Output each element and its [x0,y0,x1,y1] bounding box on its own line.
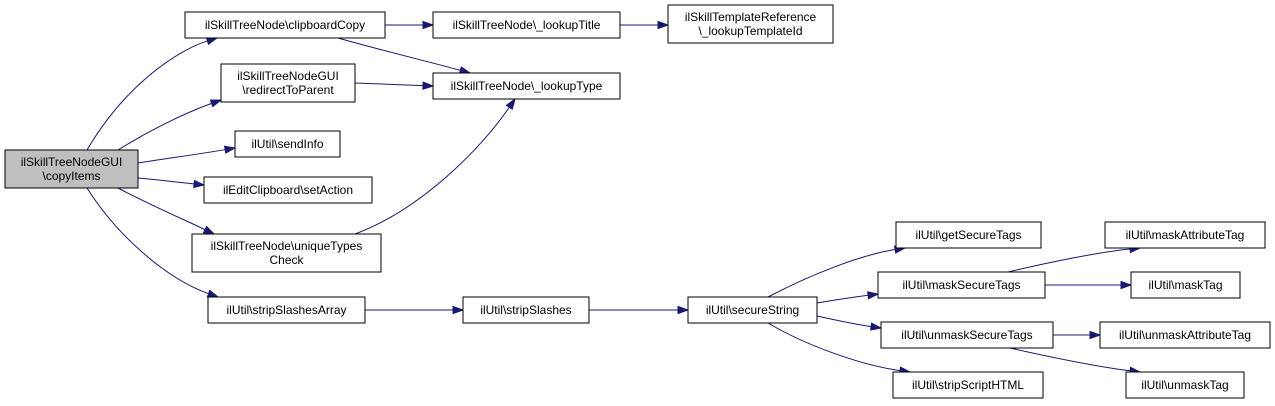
node-label: ilSkillTreeNode\uniqueTypes [211,239,363,253]
edge-secureString-to-maskSecureTags [816,294,869,304]
edge-arrowhead [870,322,883,331]
node-stripScriptHTML[interactable]: ilUtil\stripScriptHTML [892,371,1044,399]
node-redirectToParent[interactable]: ilSkillTreeNodeGUI\redirectToParent [220,63,356,103]
edge-secureString-to-unmaskSecureTags [816,315,872,328]
node-label: ilEditClipboard\setAction [223,183,353,197]
edge-arrowhead [223,145,237,154]
node-box [462,296,590,324]
edge-copyItems-to-uniqueTypesCheck [117,187,206,231]
node-box [1104,221,1266,249]
node-box [895,221,1042,249]
node-label: ilUtil\unmaskTag [1141,378,1228,392]
node-unmaskAttributeTag[interactable]: ilUtil\unmaskAttributeTag [1099,321,1271,349]
edge-arrowhead [867,291,880,300]
node-maskSecureTags[interactable]: ilUtil\maskSecureTags [877,271,1046,299]
node-lookupType[interactable]: ilSkillTreeNode\_lookupType [432,72,621,100]
node-label: ilUtil\stripScriptHTML [912,378,1024,392]
node-label: ilUtil\unmaskAttributeTag [1119,328,1251,342]
node-maskAttributeTag[interactable]: ilUtil\maskAttributeTag [1104,221,1266,249]
node-label: ilSkillTreeNode\clipboardCopy [205,18,365,32]
node-copyItems[interactable]: ilSkillTreeNodeGUI\copyItems [4,149,139,189]
node-label: ilUtil\maskAttributeTag [1126,228,1245,242]
node-box [191,233,382,273]
edge-unmaskSecureTags-to-unmaskTag [1009,347,1131,372]
node-label: ilSkillTreeNode\_lookupTitle [453,18,601,32]
edge-copyItems-to-clipboardCopy [86,40,208,151]
node-box [203,176,373,204]
edge-arrowhead [193,179,206,189]
node-sendInfo[interactable]: ilUtil\sendInfo [234,130,341,158]
node-label: ilSkillTreeNodeGUI [21,155,123,169]
node-lookupTitle[interactable]: ilSkillTreeNode\_lookupTitle [432,11,621,39]
node-maskTag[interactable]: ilUtil\maskTag [1130,271,1241,299]
node-label: ilUtil\maskTag [1148,278,1222,292]
node-box [432,11,621,39]
node-box [1130,271,1241,299]
node-box [892,371,1044,399]
node-label: ilUtil\unmaskSecureTags [901,328,1032,342]
edge-arrowhead [1120,280,1133,290]
node-setAction[interactable]: ilEditClipboard\setAction [203,176,373,204]
node-box [1099,321,1271,349]
node-label: ilSkillTreeNode\_lookupType [451,79,603,93]
edge-uniqueTypesCheck-to-lookupType [354,106,510,235]
nodes-layer: ilSkillTreeNodeGUI\copyItemsilSkillTreeN… [4,4,1271,399]
edge-copyItems-to-redirectToParent [117,102,212,151]
edge-copyItems-to-sendInfo [137,149,226,164]
node-label: ilSkillTreeNodeGUI [237,69,339,83]
node-unmaskTag[interactable]: ilUtil\unmaskTag [1125,371,1245,399]
node-label: Check [269,253,304,267]
edge-redirectToParent-to-lookupType [354,82,424,87]
edge-arrowhead [677,305,690,315]
node-box [432,72,621,100]
node-box [4,149,139,189]
node-box [687,296,818,324]
node-box [880,321,1054,349]
edge-arrowhead [1089,330,1102,340]
node-secureString[interactable]: ilUtil\secureString [687,296,818,324]
node-label: ilUtil\getSecureTags [915,228,1021,242]
node-stripSlashes[interactable]: ilUtil\stripSlashes [462,296,590,324]
node-box [234,130,341,158]
node-label: ilUtil\stripSlashesArray [226,303,346,317]
node-box [1125,371,1245,399]
edge-arrowhead [206,289,220,298]
edge-arrowhead [422,20,435,30]
node-lookupTemplateId[interactable]: ilSkillTemplateReference\_lookupTemplate… [667,4,834,44]
node-unmaskSecureTags[interactable]: ilUtil\unmaskSecureTags [880,321,1054,349]
node-label: ilUtil\sendInfo [251,137,323,151]
edge-arrowhead [202,225,216,235]
edge-arrowhead [657,20,670,30]
node-label: ilUtil\maskSecureTags [902,278,1020,292]
node-label: \_lookupTemplateId [698,24,802,38]
edge-secureString-to-stripScriptHTML [767,322,901,372]
edge-arrowhead [422,81,435,90]
node-box [667,4,834,44]
node-box [184,11,386,39]
edge-arrowhead [505,97,516,111]
node-label: ilUtil\secureString [706,303,799,317]
node-label: \redirectToParent [242,83,334,97]
edge-secureString-to-getSecureTags [767,249,896,298]
node-getSecureTags[interactable]: ilUtil\getSecureTags [895,221,1042,249]
edge-copyItems-to-stripSlashesArray [86,187,209,295]
node-label: ilUtil\stripSlashes [480,303,571,317]
edge-arrowhead [209,99,223,108]
node-box [207,296,366,324]
edge-copyItems-to-setAction [137,177,195,185]
node-stripSlashesArray[interactable]: ilUtil\stripSlashesArray [207,296,366,324]
node-clipboardCopy[interactable]: ilSkillTreeNode\clipboardCopy [184,11,386,39]
node-box [220,63,356,103]
edge-clipboardCopy-to-lookupType [337,37,461,71]
edge-arrowhead [205,37,219,46]
node-label: \copyItems [42,169,100,183]
node-label: ilSkillTemplateReference [685,10,817,24]
edge-maskSecureTags-to-maskAttributeTag [1007,248,1131,273]
node-box [877,271,1046,299]
edge-arrowhead [452,305,465,315]
edges-layer [86,20,1142,375]
